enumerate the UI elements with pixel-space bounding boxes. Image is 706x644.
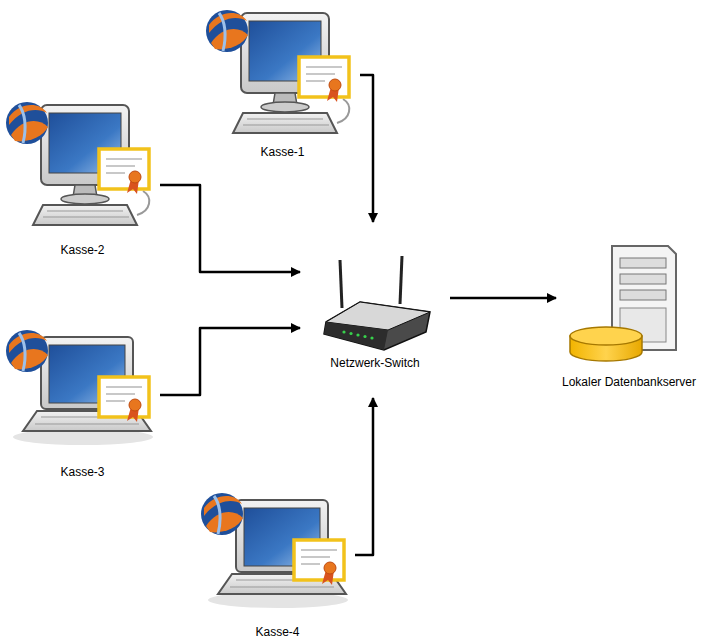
- network-device: Lokaler Datenbankserver: [556, 232, 702, 393]
- network-link: [160, 328, 300, 395]
- network-device: Kasse-2: [5, 97, 160, 261]
- desktop-icon: [205, 5, 355, 140]
- network-device: Kasse-4: [200, 488, 355, 643]
- laptop-icon: [200, 488, 350, 613]
- device-label: Netzwerk-Switch: [330, 356, 419, 370]
- network-link: [450, 297, 556, 300]
- desktop-icon: [5, 97, 155, 232]
- server-icon: [568, 238, 688, 363]
- device-label: Kasse-4: [255, 625, 299, 639]
- network-link: [355, 398, 373, 555]
- device-label: Kasse-3: [60, 465, 104, 479]
- network-link: [360, 75, 373, 222]
- device-label: Lokaler Datenbankserver: [562, 375, 696, 389]
- device-label: Kasse-2: [60, 243, 104, 257]
- network-device: Netzwerk-Switch: [300, 222, 450, 398]
- laptop-icon: [5, 325, 155, 450]
- network-device: Kasse-3: [5, 325, 160, 483]
- network-device: Kasse-1: [205, 5, 360, 167]
- device-label: Kasse-1: [260, 145, 304, 159]
- router-icon: [318, 250, 438, 360]
- network-link: [160, 185, 300, 272]
